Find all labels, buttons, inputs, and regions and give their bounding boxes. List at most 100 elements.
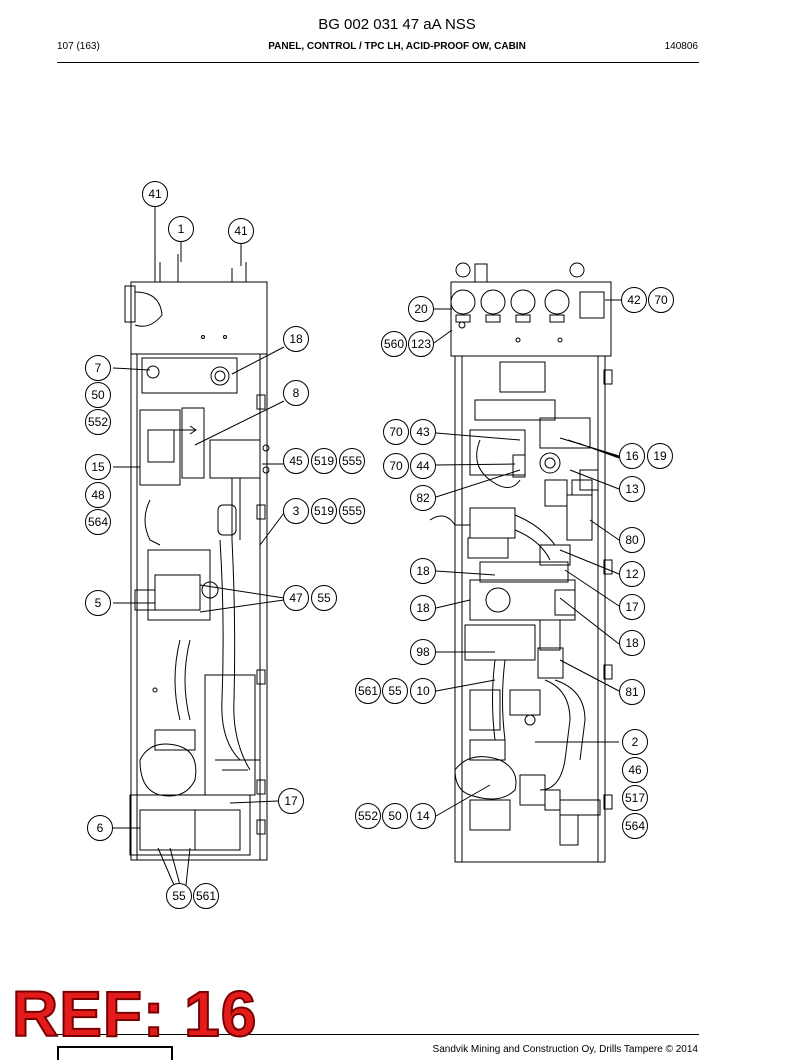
svg-text:55: 55 — [388, 684, 402, 698]
svg-text:70: 70 — [389, 459, 403, 473]
callout-44: 44 — [410, 453, 436, 479]
svg-text:560: 560 — [384, 337, 404, 351]
section-title: PANEL, CONTROL / TPC LH, ACID-PROOF OW, … — [268, 41, 526, 52]
callout-517: 517 — [622, 785, 648, 811]
callout-17-left: 17 — [278, 788, 304, 814]
callout-561-bottom: 561 — [193, 883, 219, 909]
callout-48: 48 — [85, 482, 111, 508]
callout-8: 8 — [283, 380, 309, 406]
svg-text:561: 561 — [196, 889, 216, 903]
callout-1: 1 — [168, 216, 194, 242]
callout-41-upper: 41 — [142, 181, 168, 207]
svg-text:48: 48 — [91, 488, 105, 502]
footer-rule — [57, 1034, 699, 1035]
callout-17-right: 17 — [619, 594, 645, 620]
svg-text:16: 16 — [625, 449, 639, 463]
svg-text:50: 50 — [388, 809, 402, 823]
svg-text:564: 564 — [88, 515, 108, 529]
callout-50-left: 50 — [85, 382, 111, 408]
callout-55-right: 55 — [382, 678, 408, 704]
footer-copyright: Sandvik Mining and Construction Oy, Dril… — [432, 1044, 698, 1055]
callout-564-left: 564 — [85, 509, 111, 535]
svg-text:81: 81 — [625, 685, 639, 699]
callout-13: 13 — [619, 476, 645, 502]
callout-82: 82 — [410, 485, 436, 511]
svg-text:41: 41 — [148, 187, 162, 201]
callout-552-left: 552 — [85, 409, 111, 435]
callout-519-upper: 519 — [311, 448, 337, 474]
callout-70-top: 70 — [648, 287, 674, 313]
svg-text:517: 517 — [625, 791, 645, 805]
svg-text:7: 7 — [95, 361, 102, 375]
callout-98: 98 — [410, 639, 436, 665]
svg-text:519: 519 — [314, 504, 334, 518]
svg-text:1: 1 — [178, 222, 185, 236]
svg-text:17: 17 — [284, 794, 298, 808]
callout-555-lower: 555 — [339, 498, 365, 524]
svg-text:552: 552 — [358, 809, 378, 823]
svg-text:3: 3 — [293, 504, 300, 518]
svg-text:47: 47 — [289, 591, 303, 605]
callout-6: 6 — [87, 815, 113, 841]
svg-text:46: 46 — [628, 763, 642, 777]
callout-18-left: 18 — [283, 326, 309, 352]
svg-text:70: 70 — [654, 293, 668, 307]
callout-560: 560 — [381, 331, 407, 357]
svg-text:519: 519 — [314, 454, 334, 468]
svg-text:82: 82 — [416, 491, 430, 505]
svg-text:18: 18 — [289, 332, 303, 346]
svg-text:555: 555 — [342, 504, 362, 518]
svg-text:18: 18 — [416, 564, 430, 578]
svg-text:15: 15 — [91, 460, 105, 474]
callout-561-right: 561 — [355, 678, 381, 704]
callout-70-mid: 70 — [383, 419, 409, 445]
svg-text:17: 17 — [625, 600, 639, 614]
svg-text:18: 18 — [416, 601, 430, 615]
callout-14: 14 — [410, 803, 436, 829]
callout-50-right: 50 — [382, 803, 408, 829]
document-date: 140806 — [664, 41, 698, 52]
svg-text:123: 123 — [411, 337, 431, 351]
svg-text:55: 55 — [317, 591, 331, 605]
svg-text:561: 561 — [358, 684, 378, 698]
svg-text:555: 555 — [342, 454, 362, 468]
svg-text:5: 5 — [95, 596, 102, 610]
svg-text:41: 41 — [234, 224, 248, 238]
svg-text:8: 8 — [293, 386, 300, 400]
callout-7: 7 — [85, 355, 111, 381]
callout-564-right: 564 — [622, 813, 648, 839]
callout-80: 80 — [619, 527, 645, 553]
callout-81: 81 — [619, 679, 645, 705]
callout-18-right-a: 18 — [410, 558, 436, 584]
svg-text:10: 10 — [416, 684, 430, 698]
svg-text:12: 12 — [625, 567, 639, 581]
callout-2: 2 — [622, 729, 648, 755]
svg-text:2: 2 — [632, 735, 639, 749]
svg-text:6: 6 — [97, 821, 104, 835]
callout-46: 46 — [622, 757, 648, 783]
callout-55-mid: 55 — [311, 585, 337, 611]
callout-3: 3 — [283, 498, 309, 524]
callout-519-lower: 519 — [311, 498, 337, 524]
callout-18-right-c: 18 — [619, 630, 645, 656]
callout-70-lower: 70 — [383, 453, 409, 479]
svg-text:43: 43 — [416, 425, 430, 439]
ref-stamp: REF: 16 — [11, 978, 258, 1050]
callout-42: 42 — [621, 287, 647, 313]
callout-20: 20 — [408, 296, 434, 322]
svg-text:19: 19 — [653, 449, 667, 463]
callout-123: 123 — [408, 331, 434, 357]
document-title: BG 002 031 47 aA NSS — [318, 16, 476, 33]
svg-text:18: 18 — [625, 636, 639, 650]
svg-text:42: 42 — [627, 293, 641, 307]
svg-text:98: 98 — [416, 645, 430, 659]
svg-text:55: 55 — [172, 889, 186, 903]
svg-text:44: 44 — [416, 459, 430, 473]
callout-43: 43 — [410, 419, 436, 445]
svg-text:552: 552 — [88, 415, 108, 429]
callout-55-bottom: 55 — [166, 883, 192, 909]
svg-text:14: 14 — [416, 809, 430, 823]
callout-15: 15 — [85, 454, 111, 480]
callout-47: 47 — [283, 585, 309, 611]
svg-text:45: 45 — [289, 454, 303, 468]
